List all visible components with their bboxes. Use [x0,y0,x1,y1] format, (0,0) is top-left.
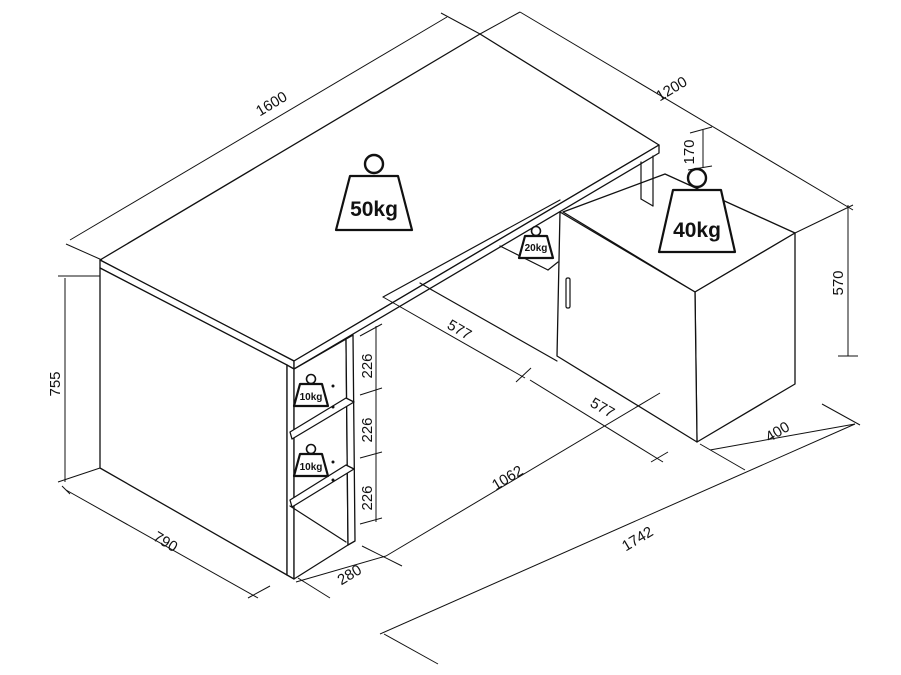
dim-total-length: 1742 [619,523,656,555]
left-side-panel [99,267,295,580]
weight-shelf-upper-icon: 10kg [292,373,330,408]
dim-shelf-1: 226 [359,353,376,378]
left-panel-edge [286,364,295,580]
dim-mid-length: 1062 [489,462,526,494]
weight-cabinet-label: 40kg [673,219,721,242]
support-post [640,155,654,207]
dim-cabinet-depth: 400 [763,418,793,445]
dim-support-height: 170 [681,139,698,164]
weight-inner-shelf-label: 20kg [525,243,548,254]
dimension-lines [57,11,861,665]
desk-top-edge-side [293,144,660,370]
dim-shelf-3: 226 [359,485,376,510]
shelf-unit-edge [345,334,356,546]
dim-top-depth: 1200 [653,73,690,105]
shelf-board-1 [289,397,355,440]
weight-desktop-label: 50kg [350,198,398,221]
dim-top-length: 1600 [253,88,290,120]
weight-shelf-lower-label: 10kg [300,462,323,473]
dim-shelf-2: 226 [359,417,376,442]
weight-cabinet-icon: 40kg [657,167,737,254]
cabinet-handle [565,277,571,309]
weight-shelf-upper-label: 10kg [300,392,323,403]
weight-inner-shelf-icon: 20kg [517,225,555,260]
dim-cabinet-height: 570 [830,270,847,295]
dim-shelf-width: 280 [335,561,365,588]
dim-inner-depth-upper: 577 [444,316,474,343]
weight-desktop-icon: 50kg [334,153,414,232]
dim-desk-height: 755 [47,371,64,396]
weight-shelf-lower-icon: 10kg [292,443,330,478]
cabinet-door [556,211,698,443]
